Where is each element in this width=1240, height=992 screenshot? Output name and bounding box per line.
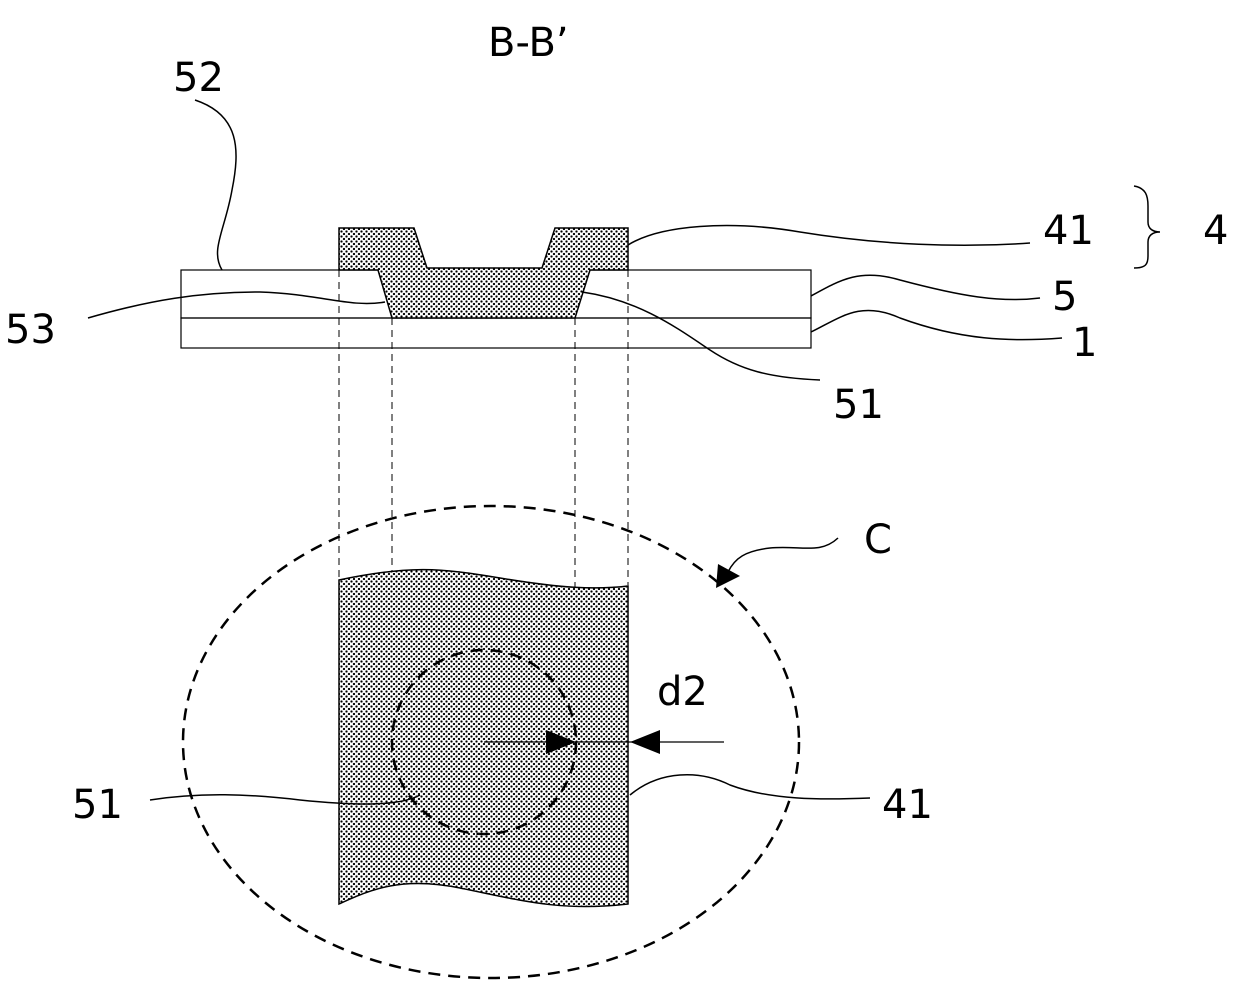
label-5: 5 [1052,274,1077,320]
leader-52 [195,100,236,270]
leader-1 [811,310,1062,339]
section-title: B-B’ [488,20,569,66]
label-51-bottom: 51 [72,782,123,828]
label-51-top: 51 [833,382,884,428]
d2-arrowhead-right [630,730,660,754]
label-41-top: 41 [1043,208,1094,254]
label-41-bottom: 41 [882,782,933,828]
leader-51-top [582,292,820,380]
label-d2: d2 [657,669,708,715]
leader-5 [811,275,1040,299]
label-52: 52 [173,55,224,101]
conductive-strip-41-plan [339,570,628,907]
brace-4 [1134,186,1160,268]
label-1: 1 [1072,320,1097,366]
leader-53 [88,292,385,318]
label-53: 53 [5,307,56,353]
conductive-layer-41-section [339,228,628,318]
label-c: C [864,517,892,563]
leader-41-top [628,226,1030,246]
label-4: 4 [1203,208,1228,254]
leader-c [728,538,838,572]
leader-41-bottom [630,775,870,799]
layer-1-substrate [181,318,811,348]
c-arrowhead [716,564,740,588]
